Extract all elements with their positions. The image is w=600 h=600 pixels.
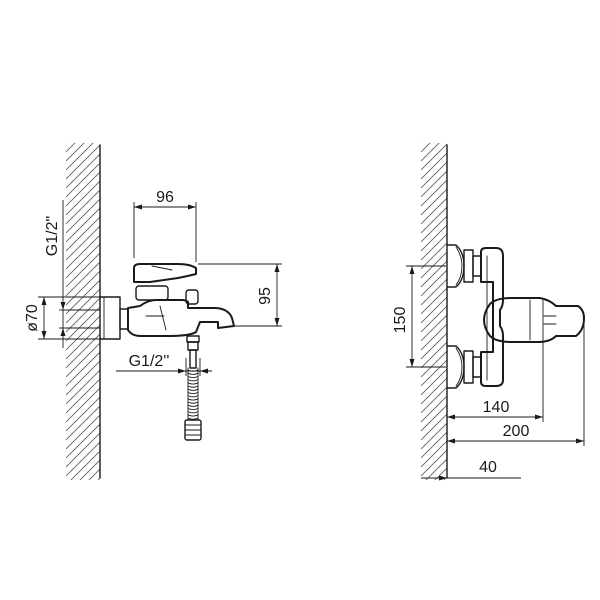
dim-96: 96 <box>133 189 197 262</box>
right-lever-handle <box>483 297 585 343</box>
dim-outlet-thread-label: G1/2'' <box>129 353 170 370</box>
right-front-view: 150 140 200 40 <box>392 143 585 481</box>
left-side-view: 96 95 G1/2" ø70 <box>24 143 282 480</box>
dim-40-label: 40 <box>479 459 497 476</box>
dim-inlet-thread-label: G1/2" <box>44 216 61 256</box>
left-hose <box>184 335 202 441</box>
dim-200-label: 200 <box>503 423 530 440</box>
dim-inlet-thread: G1/2" <box>44 200 66 348</box>
dim-outlet-thread: G1/2'' <box>116 353 212 376</box>
left-mixer-body <box>127 289 235 337</box>
right-lower-connector <box>446 345 482 389</box>
dim-95-label: 95 <box>257 287 274 305</box>
dim-150-label: 150 <box>392 307 409 334</box>
dim-96-label: 96 <box>156 189 174 206</box>
left-lever-handle <box>133 263 197 301</box>
dim-200: 200 <box>447 322 585 446</box>
dim-140: 140 <box>447 300 544 422</box>
left-wall <box>66 143 101 480</box>
dim-95: 95 <box>198 263 282 327</box>
right-wall <box>421 143 448 480</box>
right-upper-connector <box>446 244 482 288</box>
dim-140-label: 140 <box>483 399 510 416</box>
left-wall-flange <box>65 296 129 340</box>
dim-150: 150 <box>392 265 446 368</box>
dim-40: 40 <box>421 459 521 481</box>
dim-flange-diameter-label: ø70 <box>24 304 41 332</box>
dim-flange-diameter: ø70 <box>24 296 120 340</box>
right-mixer-body <box>480 247 504 387</box>
